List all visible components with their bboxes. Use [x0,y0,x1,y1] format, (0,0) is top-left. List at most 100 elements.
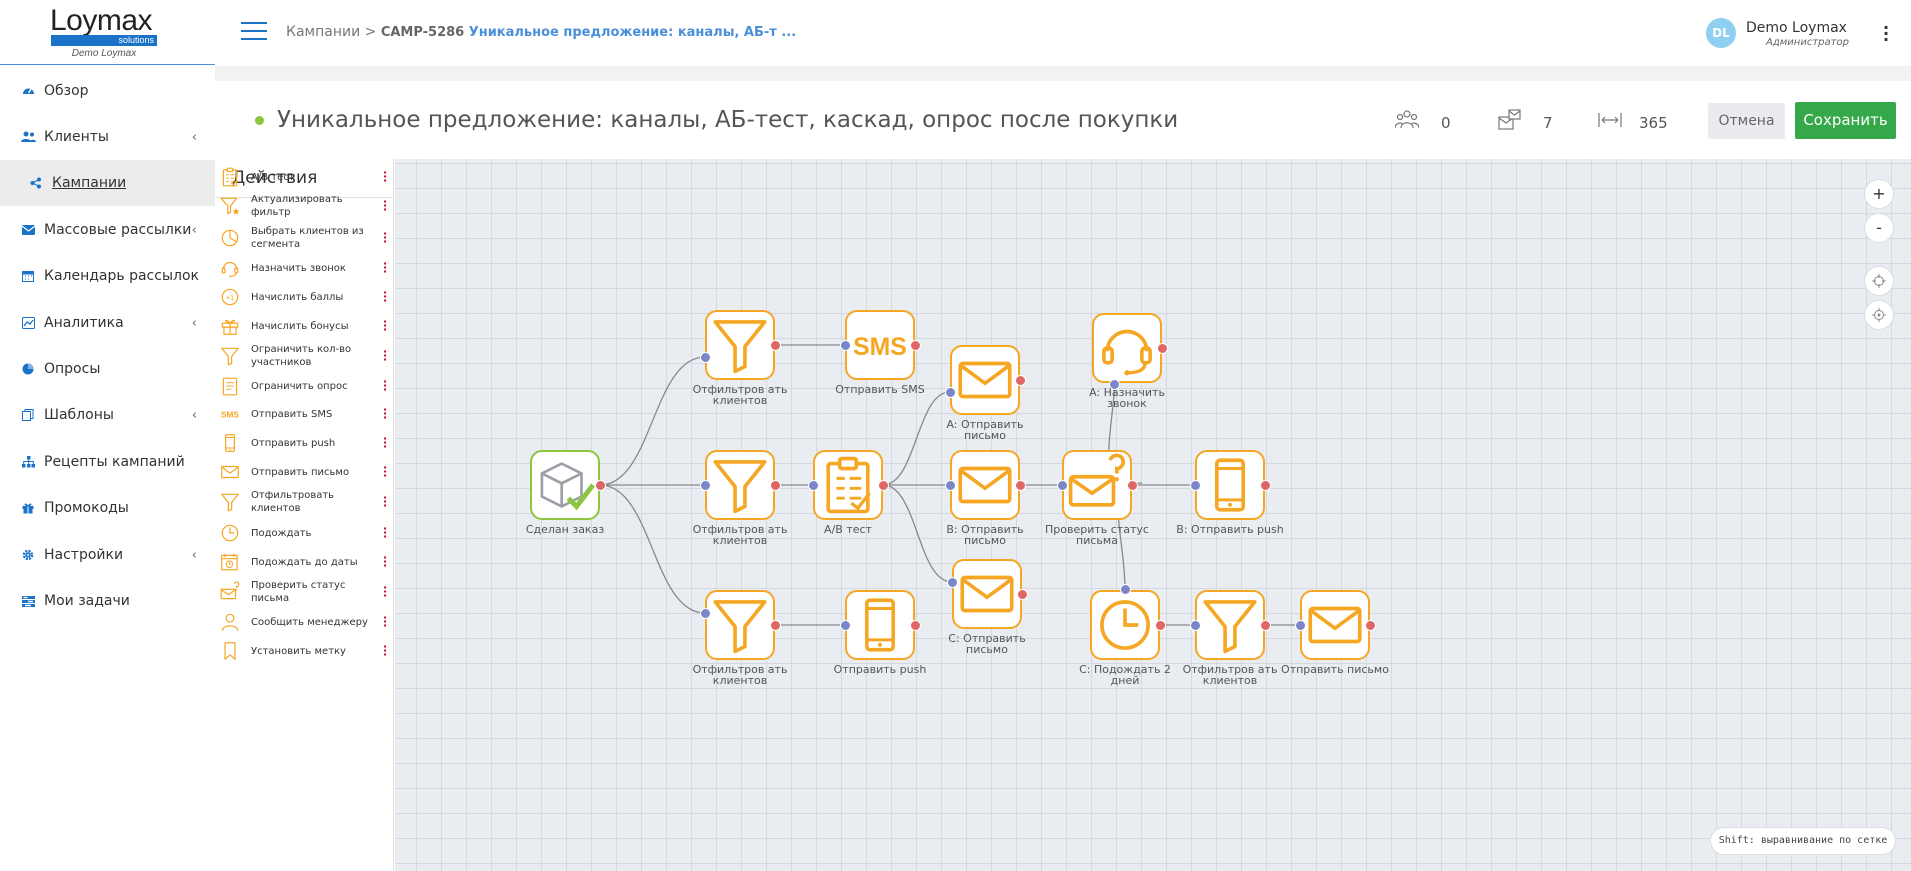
output-port[interactable] [909,619,921,631]
zoom-in-button[interactable]: + [1864,179,1894,209]
flow-node-mailC[interactable] [952,559,1022,629]
input-port[interactable] [839,619,851,631]
flow-node-pushB[interactable] [1195,450,1265,520]
drag-handle-icon[interactable]: ··· [383,522,388,543]
flow-node-ab[interactable] [813,450,883,520]
input-port[interactable] [699,479,711,491]
breadcrumb-root[interactable]: Кампании [286,24,361,40]
flow-node-f4[interactable] [1195,590,1265,660]
action-item[interactable]: Подождать до даты··· [215,547,394,577]
output-port[interactable] [1259,619,1271,631]
input-port[interactable] [807,479,819,491]
action-item[interactable]: Отфильтровать клиентов··· [215,487,394,517]
action-item[interactable]: Начислить бонусы··· [215,311,394,341]
input-port[interactable] [944,479,956,491]
action-item[interactable]: Ограничить кол-во участников··· [215,341,394,371]
output-port[interactable] [594,479,606,491]
output-port[interactable] [1364,619,1376,631]
drag-handle-icon[interactable]: ··· [383,491,388,512]
output-port[interactable] [1014,479,1026,491]
output-port[interactable] [1126,479,1138,491]
output-port[interactable] [877,479,889,491]
menu-toggle-icon[interactable] [241,22,267,42]
action-item[interactable]: Сообщить менеджеру··· [215,607,394,637]
nav-item-templates[interactable]: Шаблоны ‹ [0,392,215,438]
input-port[interactable] [1119,583,1131,595]
input-port[interactable] [1108,378,1120,390]
drag-handle-icon[interactable]: ··· [383,461,388,482]
output-port[interactable] [769,339,781,351]
drag-handle-icon[interactable]: ··· [383,551,388,572]
flow-node-callA[interactable] [1092,313,1162,383]
flow-node-f1[interactable] [705,310,775,380]
drag-handle-icon[interactable]: ··· [383,315,388,336]
center-view-button[interactable] [1864,266,1894,296]
action-item[interactable]: Установить метку··· [215,636,394,666]
flow-node-mailA[interactable] [950,345,1020,415]
flow-node-mailB[interactable] [950,450,1020,520]
flow-node-check[interactable] [1062,450,1132,520]
action-item[interactable]: Подождать··· [215,518,394,548]
flow-node-f3[interactable] [705,590,775,660]
cancel-button[interactable]: Отмена [1708,103,1785,139]
nav-item-settings[interactable]: Настройки ‹ [0,532,215,578]
input-port[interactable] [946,576,958,588]
flow-node-push[interactable] [845,590,915,660]
output-port[interactable] [769,619,781,631]
output-port[interactable] [1154,619,1166,631]
input-port[interactable] [699,351,711,363]
drag-handle-icon[interactable]: ··· [383,227,388,248]
nav-item-recipes[interactable]: Рецепты кампаний [0,439,215,485]
user-panel[interactable]: DL Demo Loymax Администратор ··· [1691,0,1911,66]
drag-handle-icon[interactable]: ··· [383,166,388,187]
input-port[interactable] [1294,619,1306,631]
drag-handle-icon[interactable]: ··· [383,195,388,216]
action-item[interactable]: Отправить письмо··· [215,457,394,487]
drag-handle-icon[interactable]: ··· [383,257,388,278]
drag-handle-icon[interactable]: ··· [383,640,388,661]
drag-handle-icon[interactable]: ··· [383,611,388,632]
nav-item-surveys[interactable]: Опросы [0,346,215,392]
save-button[interactable]: Сохранить [1795,102,1896,139]
output-port[interactable] [1259,479,1271,491]
drag-handle-icon[interactable]: ··· [383,375,388,396]
input-port[interactable] [944,386,956,398]
flow-node-start[interactable] [530,450,600,520]
input-port[interactable] [1189,619,1201,631]
action-item[interactable]: Ограничить опрос··· [215,371,394,401]
nav-item-clients[interactable]: Клиенты ‹ [0,114,215,160]
action-item[interactable]: Выбрать клиентов из сегмента··· [215,223,394,253]
action-item[interactable]: Актуализировать фильтр··· [215,191,394,221]
nav-item-analytics[interactable]: Аналитика ‹ [0,300,215,346]
nav-item-calendar[interactable]: Календарь рассылок [0,253,215,299]
flow-node-waitC[interactable] [1090,590,1160,660]
input-port[interactable] [839,339,851,351]
output-port[interactable] [1156,342,1168,354]
zoom-out-button[interactable]: - [1864,213,1894,243]
nav-item-campaigns[interactable]: Кампании [0,160,215,206]
nav-item-mass-mailing[interactable]: Массовые рассылки ‹ [0,207,215,253]
avatar[interactable]: DL [1706,18,1736,48]
input-port[interactable] [699,607,711,619]
nav-item-overview[interactable]: Обзор [0,68,215,114]
output-port[interactable] [769,479,781,491]
output-port[interactable] [1014,374,1026,386]
input-port[interactable] [1189,479,1201,491]
kebab-menu-icon[interactable]: ··· [1883,18,1890,49]
output-port[interactable] [1016,588,1028,600]
nav-item-tasks[interactable]: Мои задачи [0,578,215,624]
flow-node-f2[interactable] [705,450,775,520]
drag-handle-icon[interactable]: ··· [383,581,388,602]
action-item[interactable]: Назначить звонок··· [215,253,394,283]
drag-handle-icon[interactable]: ··· [383,432,388,453]
output-port[interactable] [909,339,921,351]
flow-node-mailEnd[interactable] [1300,590,1370,660]
logo[interactable]: Loymax solutions Demo Loymax [0,0,215,65]
action-item[interactable]: A/B тест··· [215,162,394,192]
flow-node-sms[interactable]: SMS [845,310,915,380]
drag-handle-icon[interactable]: ··· [383,403,388,424]
action-item[interactable]: Проверить статус письма··· [215,577,394,607]
